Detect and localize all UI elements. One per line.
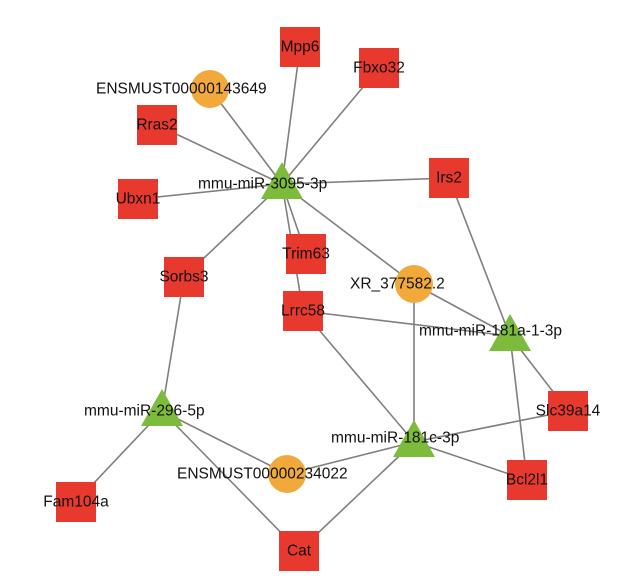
node-lrrc58[interactable] xyxy=(283,291,323,331)
node-fbxo32[interactable] xyxy=(359,48,399,88)
node-mir181a[interactable] xyxy=(489,314,531,351)
edge-mir181c-ens234022 xyxy=(286,441,415,475)
node-fam104a[interactable] xyxy=(56,482,96,522)
node-label-cat: Cat xyxy=(287,543,312,560)
node-label-ubxn1: Ubxn1 xyxy=(116,191,161,208)
node-label-bcl2l1: Bcl2l1 xyxy=(506,472,548,489)
node-trim63[interactable] xyxy=(286,234,326,274)
edge-mir3095-irs2 xyxy=(281,177,450,185)
node-label-lrrc58: Lrrc58 xyxy=(281,303,325,320)
node-label-ens143649: ENSMUST00000143649 xyxy=(96,81,267,98)
node-label-sorbs3: Sorbs3 xyxy=(159,269,208,286)
node-label-mir3095: mmu-miR-3095-3p xyxy=(198,176,327,193)
node-rras2[interactable] xyxy=(137,105,177,145)
node-label-ens234022: ENSMUST00000234022 xyxy=(177,466,348,483)
node-label-irs2: Irs2 xyxy=(436,170,462,187)
edge-mir3095-ubxn1 xyxy=(137,183,283,200)
node-label-slc39a14: Slc39a14 xyxy=(536,403,601,420)
edge-mir3095-mpp6 xyxy=(281,46,301,185)
edge-mir3095-xr377582 xyxy=(281,183,415,285)
node-mir3095[interactable] xyxy=(261,162,303,199)
node-layer xyxy=(56,27,588,571)
node-mpp6[interactable] xyxy=(280,27,320,67)
node-cat[interactable] xyxy=(279,531,319,571)
node-bcl2l1[interactable] xyxy=(507,460,547,500)
edge-mir181c-lrrc58 xyxy=(302,310,415,443)
node-irs2[interactable] xyxy=(429,158,469,198)
node-xr377582[interactable] xyxy=(395,265,433,303)
node-label-mir181a: mmu-miR-181a-1-3p xyxy=(419,323,562,340)
node-label-xr377582: XR_377582.2 xyxy=(350,276,445,293)
edge-mir181a-irs2 xyxy=(448,177,511,337)
node-label-rras2: Rras2 xyxy=(136,117,177,134)
node-label-trim63: Trim63 xyxy=(282,246,330,263)
edge-mir181a-bcl2l1 xyxy=(509,335,528,481)
edge-mir296-cat xyxy=(161,410,300,552)
node-label-mpp6: Mpp6 xyxy=(281,39,320,56)
node-ens143649[interactable] xyxy=(191,70,229,108)
node-mir181c[interactable] xyxy=(393,420,435,457)
edge-mir3095-ens143649 xyxy=(209,88,283,185)
node-ens234022[interactable] xyxy=(268,455,306,493)
edge-mir296-sorbs3 xyxy=(161,276,185,412)
node-slc39a14[interactable] xyxy=(548,391,588,431)
node-ubxn1[interactable] xyxy=(118,179,158,219)
node-label-fbxo32: Fbxo32 xyxy=(353,60,405,77)
node-mir296[interactable] xyxy=(141,389,183,426)
node-label-mir296: mmu-miR-296-5p xyxy=(84,403,205,420)
edge-mir3095-rras2 xyxy=(156,124,283,185)
edge-mir181c-slc39a14 xyxy=(413,410,569,443)
edge-mir296-ens234022 xyxy=(161,410,288,475)
edge-mir181a-lrrc58 xyxy=(302,310,511,337)
node-label-fam104a: Fam104a xyxy=(43,494,109,511)
node-label-mir181c: mmu-miR-181c-3p xyxy=(331,430,459,447)
node-sorbs3[interactable] xyxy=(164,257,204,297)
